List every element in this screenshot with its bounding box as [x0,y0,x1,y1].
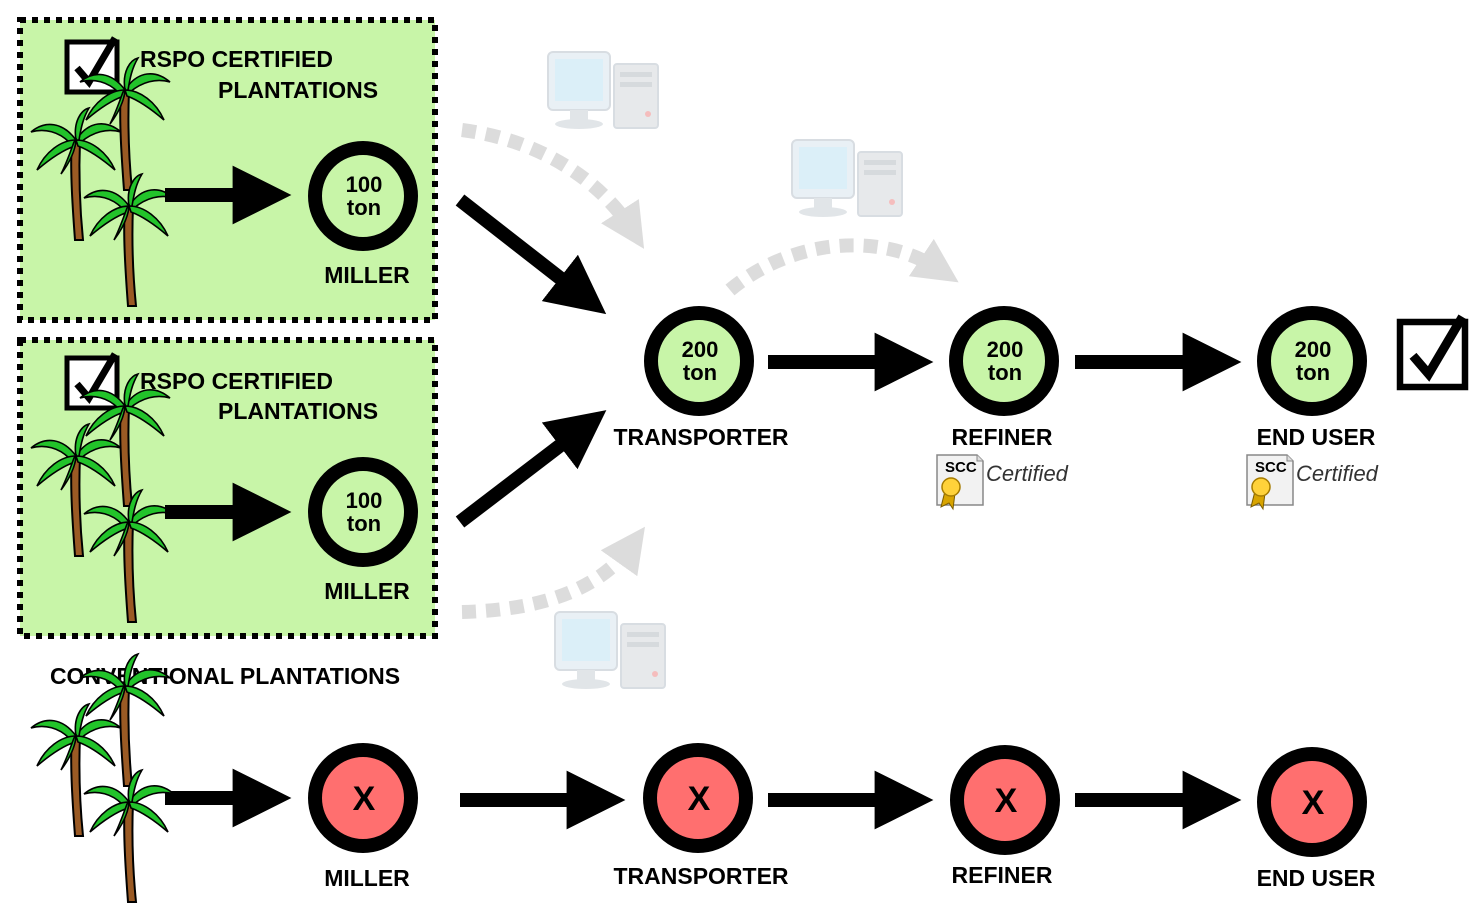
ghost-arrow [725,238,959,296]
flow-arrow [455,194,607,315]
svg-text:ton: ton [988,360,1022,385]
certified-group-1: RSPO CERTIFIED PLANTATIONS MILLER [31,38,410,306]
svg-text:100: 100 [346,172,383,197]
svg-text:ton: ton [683,360,717,385]
transporter-label: TRANSPORTER [613,424,788,450]
svg-text:X: X [353,780,376,818]
computer-icon [554,611,666,690]
miller-node: 100 ton [308,457,418,567]
miller-label: MILLER [324,578,410,604]
refiner-label: REFINER [952,424,1053,450]
conventional-transporter-node: X TRANSPORTER [613,743,789,889]
ghost-arrow [461,526,645,619]
svg-text:END USER: END USER [1257,865,1376,891]
computer-icon [791,139,903,218]
scc-certified-badge: SCC Certified [1246,454,1379,510]
conventional-end-user-node: X END USER [1257,747,1376,891]
svg-text:SCC: SCC [945,459,977,476]
miller-label: MILLER [324,262,410,288]
checkbox-checked-icon [1400,317,1465,387]
group-title: RSPO CERTIFIED [140,368,333,394]
svg-text:200: 200 [682,337,719,362]
miller-node: 100 ton [308,141,418,251]
scc-certified-badge: SCC Certified [936,454,1069,510]
svg-text:REFINER: REFINER [952,862,1053,888]
refiner-node: 200 ton REFINER [949,306,1059,450]
svg-text:200: 200 [987,337,1024,362]
svg-text:Certified: Certified [986,461,1069,486]
end-user-label: END USER [1257,424,1376,450]
svg-text:ton: ton [347,511,381,536]
end-user-node: 200 ton END USER [1257,306,1376,450]
svg-text:100: 100 [346,488,383,513]
group-title: RSPO CERTIFIED [140,46,333,72]
svg-text:X: X [1302,784,1325,822]
conventional-refiner-node: X REFINER [950,745,1060,888]
group-subtitle: PLANTATIONS [218,398,378,424]
svg-text:X: X [995,782,1018,820]
svg-text:TRANSPORTER: TRANSPORTER [613,863,788,889]
svg-text:200: 200 [1295,337,1332,362]
svg-text:ton: ton [1296,360,1330,385]
svg-text:X: X [688,780,711,818]
svg-text:ton: ton [347,195,381,220]
svg-text:Certified: Certified [1296,461,1379,486]
flow-arrow [455,410,607,528]
palm-tree-icon [31,654,174,902]
certified-group-2: RSPO CERTIFIED PLANTATIONS MILLER [31,354,410,622]
group-subtitle: PLANTATIONS [218,77,378,103]
ghost-arrow [461,123,645,249]
svg-text:MILLER: MILLER [324,865,410,891]
transporter-node: 200 ton TRANSPORTER [613,306,789,450]
svg-text:SCC: SCC [1255,459,1287,476]
computer-icon [547,51,659,130]
conventional-miller-node: X MILLER [308,743,418,891]
